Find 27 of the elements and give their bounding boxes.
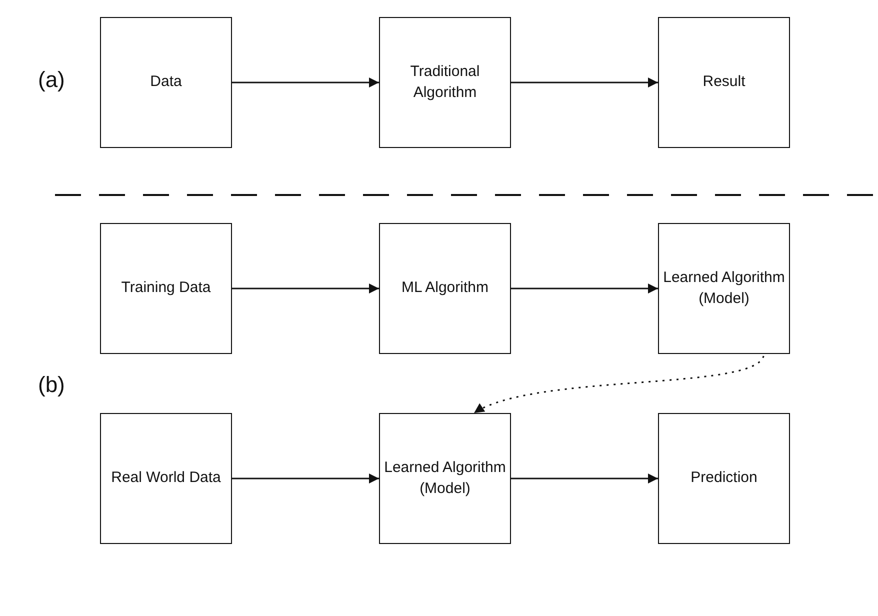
box-label: Learned Algorithm (Model) [663, 268, 785, 308]
arrow [511, 474, 658, 484]
panel-label: (b) [38, 372, 65, 398]
arrow [232, 474, 379, 484]
arrow [511, 284, 658, 294]
box-label: Data [150, 72, 182, 92]
arrow [232, 284, 379, 294]
panel-label: (a) [38, 67, 65, 93]
box-label: Learned Algorithm (Model) [384, 458, 506, 498]
process-box [658, 413, 790, 544]
process-box [100, 413, 232, 544]
process-box [658, 17, 790, 148]
arrow [232, 78, 379, 88]
box-label: Prediction [690, 468, 758, 488]
box-label: ML Algorithm [402, 278, 488, 298]
box-label: Result [702, 72, 746, 92]
box-label: Real World Data [111, 468, 221, 488]
process-box [658, 223, 790, 354]
process-box [379, 17, 511, 148]
process-box [100, 17, 232, 148]
box-label: Training Data [121, 278, 211, 298]
process-box [100, 223, 232, 354]
process-box [379, 223, 511, 354]
process-box [379, 413, 511, 544]
arrow [474, 356, 764, 414]
arrow [511, 78, 658, 88]
box-label: Traditional Algorithm [409, 62, 481, 102]
